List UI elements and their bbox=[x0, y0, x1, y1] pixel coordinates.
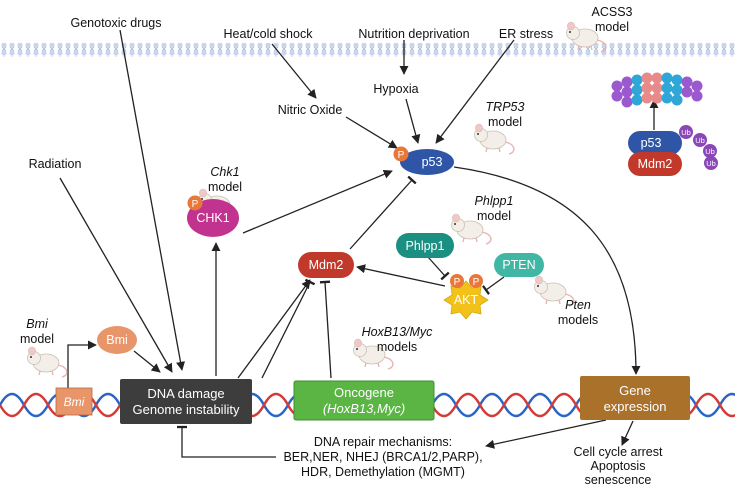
bmi-node: Bmi bbox=[97, 326, 137, 354]
p53-node: p53 P bbox=[393, 146, 454, 175]
inhibit-oncogene-to-mdm2 bbox=[319, 280, 332, 379]
phlpp1-label: Phlpp1 bbox=[406, 239, 445, 253]
inhibit-pten-to-akt bbox=[482, 276, 505, 295]
chk1-node: CHK1 P bbox=[187, 195, 239, 237]
model-hoxb13-myc-name: HoxB13/Myc bbox=[362, 325, 434, 339]
ubiquitin-icon bbox=[704, 156, 718, 170]
phospho-icon bbox=[393, 146, 409, 162]
svg-text:P: P bbox=[454, 277, 461, 288]
model-phlpp1-name: Phlpp1 bbox=[475, 194, 514, 208]
phospho-icon bbox=[187, 195, 203, 211]
dna-repair-heading: DNA repair mechanisms: bbox=[314, 435, 452, 449]
mdm2-node: Mdm2 bbox=[298, 252, 354, 278]
outcome-senescence: senescence bbox=[585, 473, 652, 487]
arrow-radiation-to-dna-damage bbox=[59, 177, 173, 373]
bmi-gene-box: Bmi bbox=[55, 387, 93, 416]
gene-label: Gene bbox=[619, 383, 651, 398]
outcome-cell-cycle-arrest: Cell cycle arrest bbox=[574, 445, 663, 459]
stimulus-nitric-oxide: Nitric Oxide bbox=[278, 103, 343, 117]
phospho-icon bbox=[450, 274, 464, 288]
stimulus-nutrition-deprivation: Nutrition deprivation bbox=[358, 27, 469, 41]
oncogene-box: Oncogene (HoxB13,Myc) bbox=[293, 380, 435, 421]
arrow-hypoxia-to-p53 bbox=[405, 98, 421, 144]
stimulus-radiation: Radiation bbox=[29, 157, 82, 171]
chk1-label: CHK1 bbox=[196, 211, 229, 225]
gene-expression-box: Gene expression bbox=[580, 376, 690, 420]
arrow-shock-to-no bbox=[271, 43, 317, 99]
inhibit-repair-to-dna-damage bbox=[176, 425, 276, 458]
phlpp1-node: Phlpp1 bbox=[396, 233, 454, 258]
arrow-dna-to-mdm2 bbox=[237, 279, 311, 379]
dna-repair-line-2: HDR, Demethylation (MGMT) bbox=[301, 465, 465, 479]
bmi-gene-label: Bmi bbox=[64, 395, 85, 409]
dna-repair-text: DNA repair mechanisms: BER,NER, NHEJ (BR… bbox=[283, 435, 482, 479]
stimulus-heat-cold-shock: Heat/cold shock bbox=[224, 27, 314, 41]
stimulus-genotoxic-drugs: Genotoxic drugs bbox=[70, 16, 161, 30]
inhibit-phlpp1-to-akt bbox=[427, 256, 450, 281]
arrow-chk1-to-p53 bbox=[242, 169, 393, 234]
p53-label: p53 bbox=[422, 155, 443, 169]
complex-mdm2-label: Mdm2 bbox=[638, 157, 673, 171]
dna-repair-line-1: BER,NER, NHEJ (BRCA1/2,PARP), bbox=[283, 450, 482, 464]
model-acss3-label: model bbox=[595, 20, 629, 34]
arrow-gene-to-dna-repair bbox=[485, 419, 607, 449]
p53-mdm2-ub-complex: p53 Mdm2 Ub Ub Ub Ub bbox=[628, 125, 718, 176]
akt-label: AKT bbox=[454, 293, 479, 307]
arrow-er-to-p53 bbox=[435, 39, 515, 144]
inhibit-mdm2-to-p53 bbox=[349, 175, 417, 250]
phospho-icon bbox=[469, 274, 483, 288]
ubiquitin-icon bbox=[679, 125, 693, 139]
complex-p53-label: p53 bbox=[641, 136, 662, 150]
model-hoxb13-myc-label: models bbox=[377, 340, 417, 354]
oncogene-label: Oncogene bbox=[334, 385, 394, 400]
svg-text:Ub: Ub bbox=[695, 136, 705, 145]
svg-text:P: P bbox=[192, 199, 199, 210]
arrow-genotoxic-to-dna-damage bbox=[119, 29, 186, 371]
pathway-arrows bbox=[59, 29, 659, 458]
arrow-gene-to-outcomes bbox=[621, 420, 634, 446]
bmi-label: Bmi bbox=[106, 333, 128, 347]
svg-text:Ub: Ub bbox=[681, 128, 691, 137]
model-bmi-name: Bmi bbox=[26, 317, 49, 331]
model-chk1-name: Chk1 bbox=[210, 165, 239, 179]
pten-node: PTEN bbox=[494, 253, 544, 277]
svg-text:Ub: Ub bbox=[705, 147, 715, 156]
svg-text:P: P bbox=[398, 150, 405, 161]
stimulus-hypoxia: Hypoxia bbox=[373, 82, 418, 96]
dna-damage-label: DNA damage bbox=[147, 386, 224, 401]
svg-text:Ub: Ub bbox=[706, 159, 716, 168]
dna-damage-box: DNA damage Genome instability bbox=[120, 379, 252, 424]
genome-instability-label: Genome instability bbox=[133, 402, 240, 417]
arrow-bmi-to-dna-damage bbox=[133, 350, 161, 373]
ubiquitin-icon bbox=[693, 133, 707, 147]
model-chk1-label: model bbox=[208, 180, 242, 194]
arrow-akt-to-mdm2 bbox=[356, 264, 446, 287]
arrow-no-to-p53 bbox=[345, 116, 398, 149]
proteasome-icon bbox=[611, 72, 703, 108]
oncogene-genes-label: (HoxB13,Myc) bbox=[323, 401, 405, 416]
stimulus-er-stress: ER stress bbox=[499, 27, 553, 41]
cell-membrane bbox=[0, 43, 735, 57]
outcomes-text: Cell cycle arrest Apoptosis senescence bbox=[574, 445, 663, 487]
arrow-bmi-gene-to-bmi bbox=[67, 340, 97, 388]
expression-label: expression bbox=[604, 399, 667, 414]
outcome-apoptosis: Apoptosis bbox=[591, 459, 646, 473]
model-bmi-label: model bbox=[20, 332, 54, 346]
model-pten-label: models bbox=[558, 313, 598, 327]
akt-node: AKT P P bbox=[443, 274, 489, 320]
model-phlpp1-label: model bbox=[477, 209, 511, 223]
mouse-icon bbox=[26, 346, 68, 378]
svg-text:P: P bbox=[473, 277, 480, 288]
inhibit-oncogene-path bbox=[261, 278, 316, 379]
model-acss3-name: ACSS3 bbox=[592, 5, 633, 19]
ubiquitin-icon bbox=[703, 144, 717, 158]
model-trp53-label: model bbox=[488, 115, 522, 129]
mdm2-label: Mdm2 bbox=[309, 258, 344, 272]
model-trp53-name: TRP53 bbox=[486, 100, 525, 114]
model-pten-name: Pten bbox=[565, 298, 591, 312]
arrow-p53-to-gene-expression bbox=[453, 166, 641, 375]
pten-label: PTEN bbox=[502, 258, 535, 272]
